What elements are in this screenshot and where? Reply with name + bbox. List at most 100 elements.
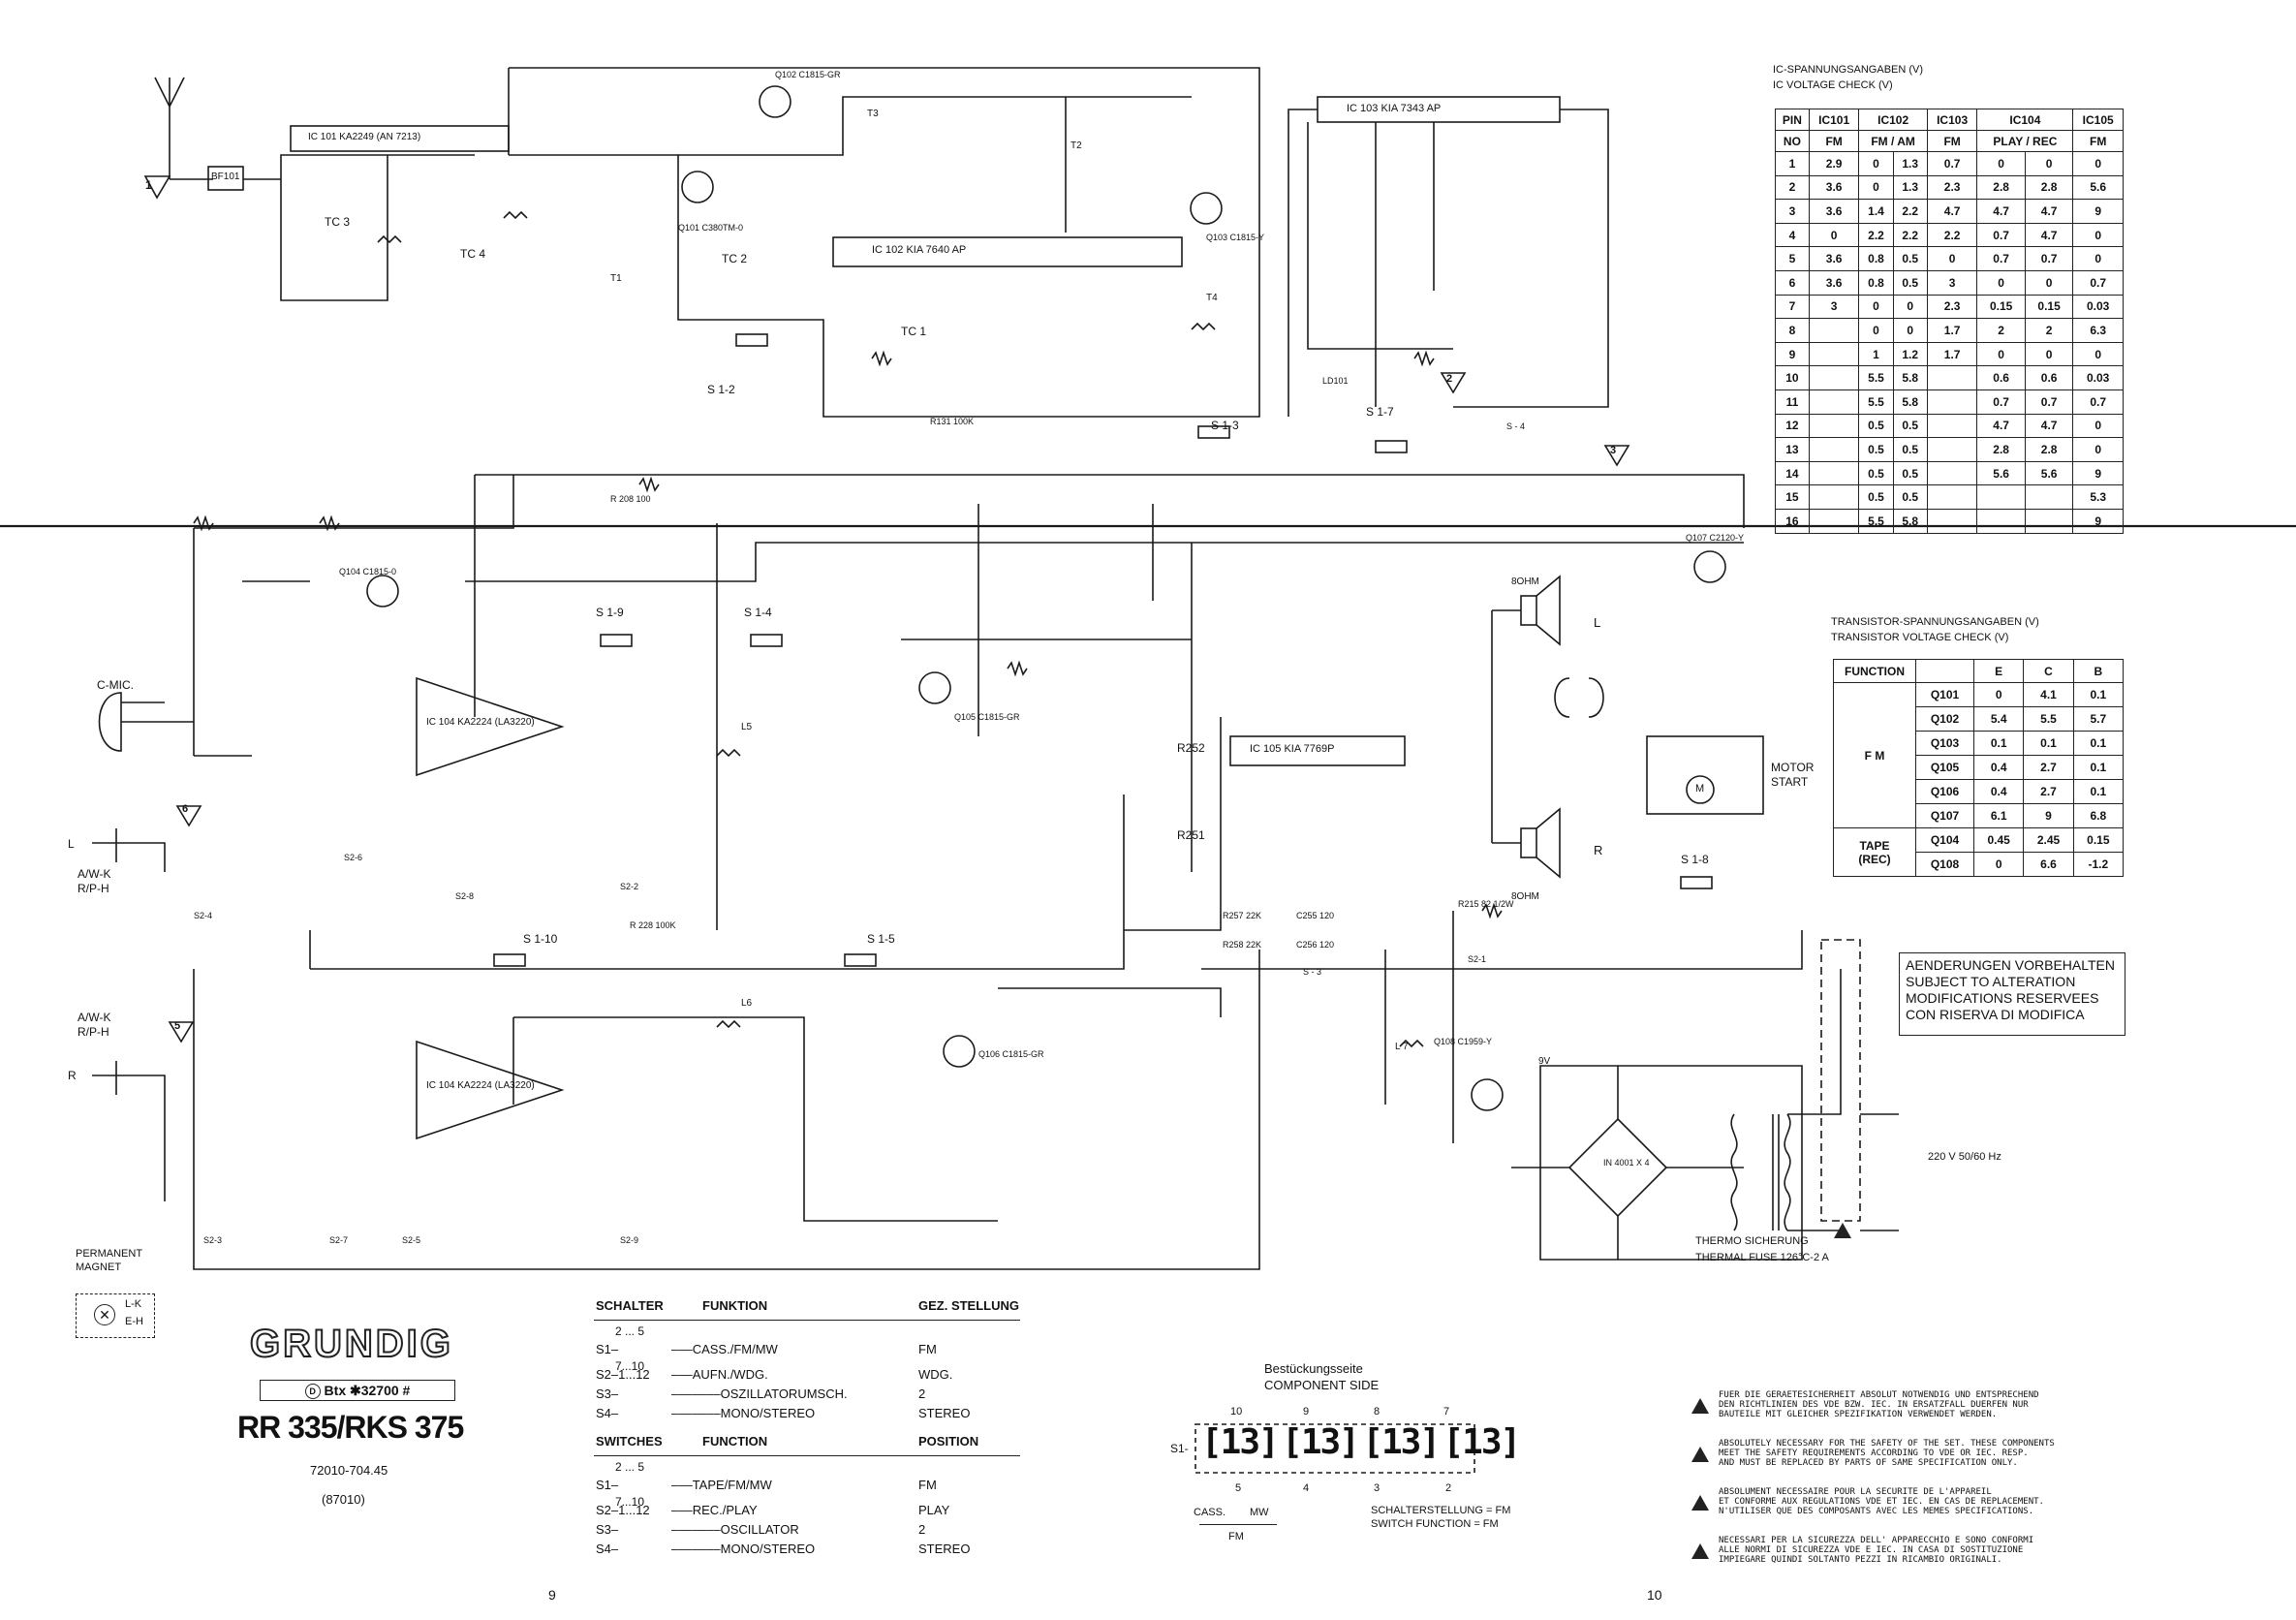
ic-name: IC104 <box>1976 109 2074 131</box>
switch-range-bottom: 7...10 <box>615 1359 645 1373</box>
warning-icon <box>1691 1543 1709 1559</box>
function-cell: TAPE(REC) <box>1833 827 1916 877</box>
s13-label: S 1-3 <box>1211 419 1239 432</box>
safety-note: ABSOLUTELY NECESSARY FOR THE SAFETY OF T… <box>1691 1439 2098 1487</box>
table-cell <box>1808 413 1860 439</box>
q106-label: Q106 C1815-GR <box>978 1049 1044 1059</box>
table-cell: 0 <box>2072 246 2124 271</box>
table-cell <box>1976 484 2026 510</box>
cs-func1: SCHALTERSTELLUNG = FM <box>1371 1505 1511 1516</box>
switch-segment-icon: [13] <box>1282 1422 1360 1462</box>
table-cell: 3.6 <box>1808 269 1860 296</box>
s25-label: S2-5 <box>402 1235 421 1245</box>
table-cell: 9 <box>2023 803 2074 828</box>
switch-segment-icon: [13] <box>1362 1422 1441 1462</box>
table-cell: 10 <box>1775 365 1810 390</box>
table-cell: 8 <box>1775 318 1810 343</box>
ic-sub: PLAY / REC <box>1976 130 2074 152</box>
table-cell <box>1926 460 1978 486</box>
table-cell: 0.5 <box>1892 246 1928 271</box>
awk1-label: A/W-K <box>78 867 111 881</box>
switch-position: 2 <box>918 1386 926 1401</box>
safety-note-text: FUER DIE GERAETESICHERHEIT ABSOLUT NOTWE… <box>1719 1390 2039 1419</box>
safety-notes: FUER DIE GERAETESICHERHEIT ABSOLUT NOTWE… <box>1691 1390 2098 1584</box>
table-cell: 3 <box>1926 269 1978 296</box>
cs-mw: MW <box>1250 1507 1269 1518</box>
switch-name: S2–1...12 <box>596 1503 650 1517</box>
s28-label: S2-8 <box>455 891 475 901</box>
s26-label: S2-6 <box>344 853 363 862</box>
marker-1: 1 <box>145 178 152 192</box>
table-cell: 5.5 <box>2023 706 2074 732</box>
table-cell: Q104 <box>1915 827 1974 853</box>
table-cell: 5.8 <box>1892 508 1928 534</box>
table-cell <box>1926 365 1978 390</box>
r251-label: R251 <box>1177 828 1205 842</box>
motor-label: MOTOR <box>1771 761 1815 774</box>
tr-table-title-de: TRANSISTOR-SPANNUNGSANGABEN (V) <box>1831 616 2039 628</box>
ic102-label: IC 102 KIA 7640 AP <box>872 244 967 256</box>
table-cell: 0.1 <box>2072 779 2125 804</box>
ic105-label: IC 105 KIA 7769P <box>1250 743 1335 755</box>
s24-label: S2-4 <box>194 911 213 920</box>
table-cell: -1.2 <box>2072 852 2125 877</box>
function-cell: F M <box>1833 682 1916 828</box>
ic101-label: IC 101 KA2249 (AN 7213) <box>308 132 421 142</box>
switch-range-bottom: 7...10 <box>615 1495 645 1509</box>
ic-voltage-table: PIN IC101 IC102 IC103 IC104 IC105 NO FM … <box>1775 109 2124 534</box>
table-cell: 0.6 <box>1976 365 2026 390</box>
table-cell <box>1926 508 1978 534</box>
table-cell: 4 <box>1775 222 1810 248</box>
ic103-label: IC 103 KIA 7343 AP <box>1347 103 1442 114</box>
table-cell: 9 <box>2072 508 2124 534</box>
r228-label: R 228 100K <box>630 920 676 930</box>
switch-function: –––AUFN./WDG. <box>671 1367 768 1382</box>
ic-sub: FM <box>2072 130 2124 152</box>
table-cell: 4.7 <box>2024 199 2074 224</box>
switch-position: STEREO <box>918 1542 971 1556</box>
marker-2: 2 <box>1446 373 1453 385</box>
s29-label: S2-9 <box>620 1235 639 1245</box>
safety-note: FUER DIE GERAETESICHERHEIT ABSOLUT NOTWE… <box>1691 1390 2098 1439</box>
table-cell: 3.6 <box>1808 174 1860 201</box>
rph2-label: R/P-H <box>78 1025 109 1039</box>
table-cell: 0.7 <box>1976 222 2026 248</box>
table-cell: 0.1 <box>2072 731 2125 756</box>
table-cell: 0.8 <box>1858 246 1894 271</box>
table-cell: 0 <box>2024 151 2074 176</box>
page-number-left: 9 <box>548 1587 556 1603</box>
table-cell: 5.8 <box>1892 389 1928 415</box>
table-cell <box>1976 508 2026 534</box>
tc1-label: TC 1 <box>901 325 927 338</box>
r252-label: R252 <box>1177 741 1205 755</box>
start-label: START <box>1771 775 1809 789</box>
btx-box: D Btx ✱32700 # <box>260 1380 455 1401</box>
fuse-label-en: THERMAL FUSE 126°C-2 A <box>1695 1252 1829 1263</box>
switch-name: S4– <box>596 1406 619 1420</box>
ic-name: IC102 <box>1858 109 1928 131</box>
switch-position: FM <box>918 1342 937 1356</box>
table-cell: 5.6 <box>2072 174 2124 201</box>
warning-icon <box>1834 1223 1851 1243</box>
table-cell: 2.45 <box>2023 827 2074 853</box>
table-cell: 0.1 <box>2023 731 2074 756</box>
table-cell: 6.8 <box>2072 803 2125 828</box>
table-cell: 7 <box>1775 294 1810 320</box>
s22-label: S2-2 <box>620 882 639 891</box>
table-cell: 0.5 <box>1892 413 1928 439</box>
sw-header-en: SWITCHES <box>596 1434 663 1449</box>
table-cell: 0.7 <box>1976 389 2026 415</box>
magnet-eh: E-H <box>125 1316 143 1327</box>
c255-label: C255 120 <box>1296 911 1335 920</box>
switch-name: S3– <box>596 1522 619 1537</box>
r208-label: R 208 100 <box>610 494 651 504</box>
